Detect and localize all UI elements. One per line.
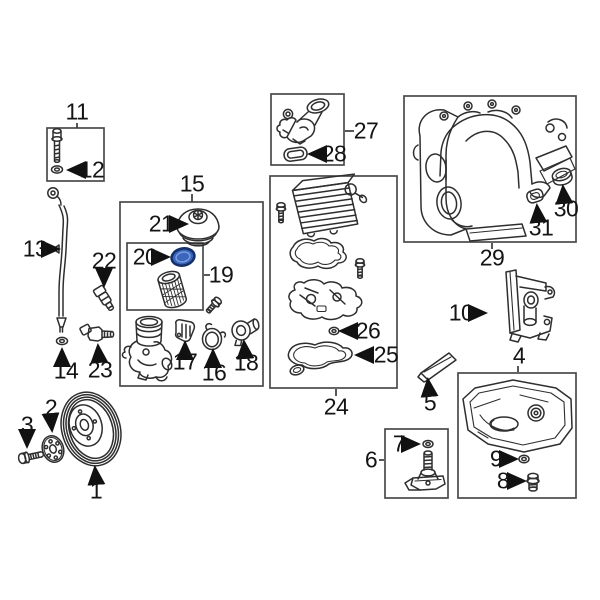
part-22-sensor bbox=[92, 284, 115, 312]
part-23-sensor bbox=[79, 323, 115, 342]
part-10-bracket bbox=[505, 269, 556, 343]
callout-28: 28 bbox=[321, 140, 347, 167]
callout-16: 16 bbox=[201, 359, 227, 386]
part-14-washer bbox=[55, 336, 69, 346]
part-20-seal-highlighted bbox=[170, 247, 196, 267]
part-4-oil-pan bbox=[462, 379, 573, 453]
part-28-gasket bbox=[283, 146, 308, 162]
callout-7: 7 bbox=[392, 430, 406, 457]
part-24-bolt-left bbox=[275, 202, 287, 224]
arrow-1 bbox=[87, 465, 106, 486]
callout-19: 19 bbox=[208, 261, 234, 288]
callout-31: 31 bbox=[528, 214, 554, 241]
callout-26: 26 bbox=[355, 317, 381, 344]
callout-5: 5 bbox=[423, 389, 437, 416]
callout-25: 25 bbox=[373, 341, 399, 368]
callout-23: 23 bbox=[87, 356, 113, 383]
part-15-bolt bbox=[205, 296, 223, 314]
callout-14: 14 bbox=[53, 357, 79, 384]
arrow-2 bbox=[41, 412, 60, 433]
callout-30: 30 bbox=[553, 195, 579, 222]
callout-24: 24 bbox=[323, 393, 349, 420]
part-17-cover bbox=[174, 319, 196, 343]
part-29-intake-manifold bbox=[412, 99, 576, 242]
part-5-baffle-strip bbox=[417, 352, 457, 383]
arrow-5 bbox=[420, 377, 439, 398]
callout-8: 8 bbox=[496, 467, 510, 494]
part-12-washer bbox=[50, 165, 64, 174]
part-8-drain-plug bbox=[526, 472, 540, 492]
arrow-23 bbox=[90, 343, 109, 364]
callout-17: 17 bbox=[172, 348, 198, 375]
callout-1: 1 bbox=[89, 477, 103, 504]
part-24-oil-cooler bbox=[291, 173, 368, 238]
callout-22: 22 bbox=[91, 247, 117, 274]
part-31-seal bbox=[526, 188, 544, 204]
callout-29: 29 bbox=[479, 244, 505, 271]
callout-4: 4 bbox=[512, 342, 526, 369]
part-13-dipstick-tube bbox=[47, 187, 69, 333]
callout-9: 9 bbox=[489, 445, 503, 472]
callout-arrows bbox=[18, 145, 574, 490]
part-24-gasket-upper bbox=[289, 237, 347, 270]
callout-27: 27 bbox=[353, 117, 379, 144]
callout-11: 11 bbox=[65, 98, 89, 125]
callout-12: 12 bbox=[79, 156, 105, 183]
callout-13: 13 bbox=[22, 235, 48, 262]
part-3-bolt bbox=[17, 451, 45, 465]
callout-15: 15 bbox=[179, 170, 205, 197]
part-9-washer bbox=[518, 454, 530, 464]
callout-6: 6 bbox=[364, 446, 378, 473]
callout-10: 10 bbox=[448, 299, 474, 326]
part-24-bolt-right bbox=[354, 258, 366, 279]
arrow-30 bbox=[555, 184, 574, 205]
callout-20: 20 bbox=[132, 243, 158, 270]
arrow-31 bbox=[529, 203, 548, 224]
part-27-filler-housing bbox=[276, 98, 330, 145]
label-ticks bbox=[76, 123, 519, 461]
part-19-filter-element bbox=[157, 270, 187, 309]
callout-21: 21 bbox=[148, 210, 174, 237]
part-7-washer bbox=[422, 439, 434, 449]
part-6-oil-level-sensor bbox=[404, 450, 446, 491]
callout-18: 18 bbox=[233, 349, 259, 376]
part-1-crank-pulley bbox=[60, 391, 122, 467]
part-11-stud-bolt bbox=[51, 128, 63, 164]
part-filter-housing bbox=[121, 315, 173, 382]
callout-3: 3 bbox=[20, 411, 34, 438]
arrow-18 bbox=[236, 339, 255, 360]
part-25-gasket bbox=[287, 341, 353, 376]
callout-2: 2 bbox=[44, 394, 58, 421]
part-24-adapter-plate bbox=[288, 279, 363, 321]
